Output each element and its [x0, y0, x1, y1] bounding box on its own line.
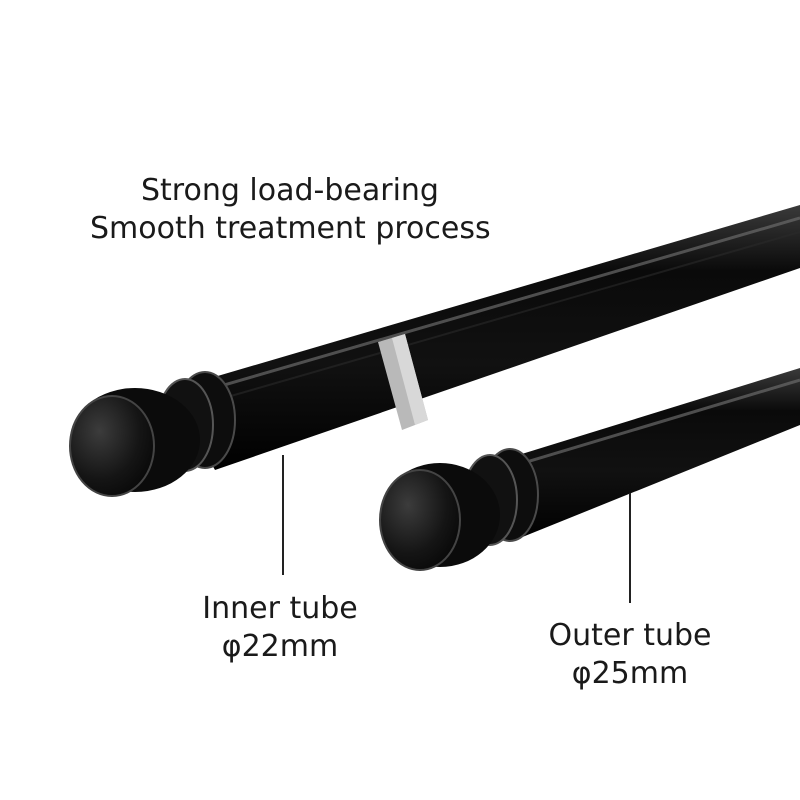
inner-tube-label: Inner tube	[202, 591, 358, 626]
outer-tube-rod	[379, 368, 800, 571]
inner-tube-ring	[378, 334, 428, 430]
outer-tube-leader-line	[629, 493, 631, 603]
inner-tube-rod	[69, 205, 800, 497]
outer-tube-caption: Outer tube φ25mm	[525, 617, 735, 692]
inner-tube-diameter: φ22mm	[221, 628, 339, 664]
inner-tube-caption: Inner tube φ22mm	[180, 590, 380, 665]
feature-caption: Strong load-bearing Smooth treatment pro…	[90, 172, 491, 247]
inner-tube-end-cap	[69, 388, 200, 497]
outer-tube-end-cap	[379, 463, 500, 571]
outer-tube-label: Outer tube	[548, 618, 712, 653]
feature-line-1: Strong load-bearing	[141, 173, 439, 208]
inner-tube-leader-line	[282, 455, 284, 575]
feature-line-2: Smooth treatment process	[90, 210, 491, 246]
outer-tube-diameter: φ25mm	[571, 655, 689, 691]
